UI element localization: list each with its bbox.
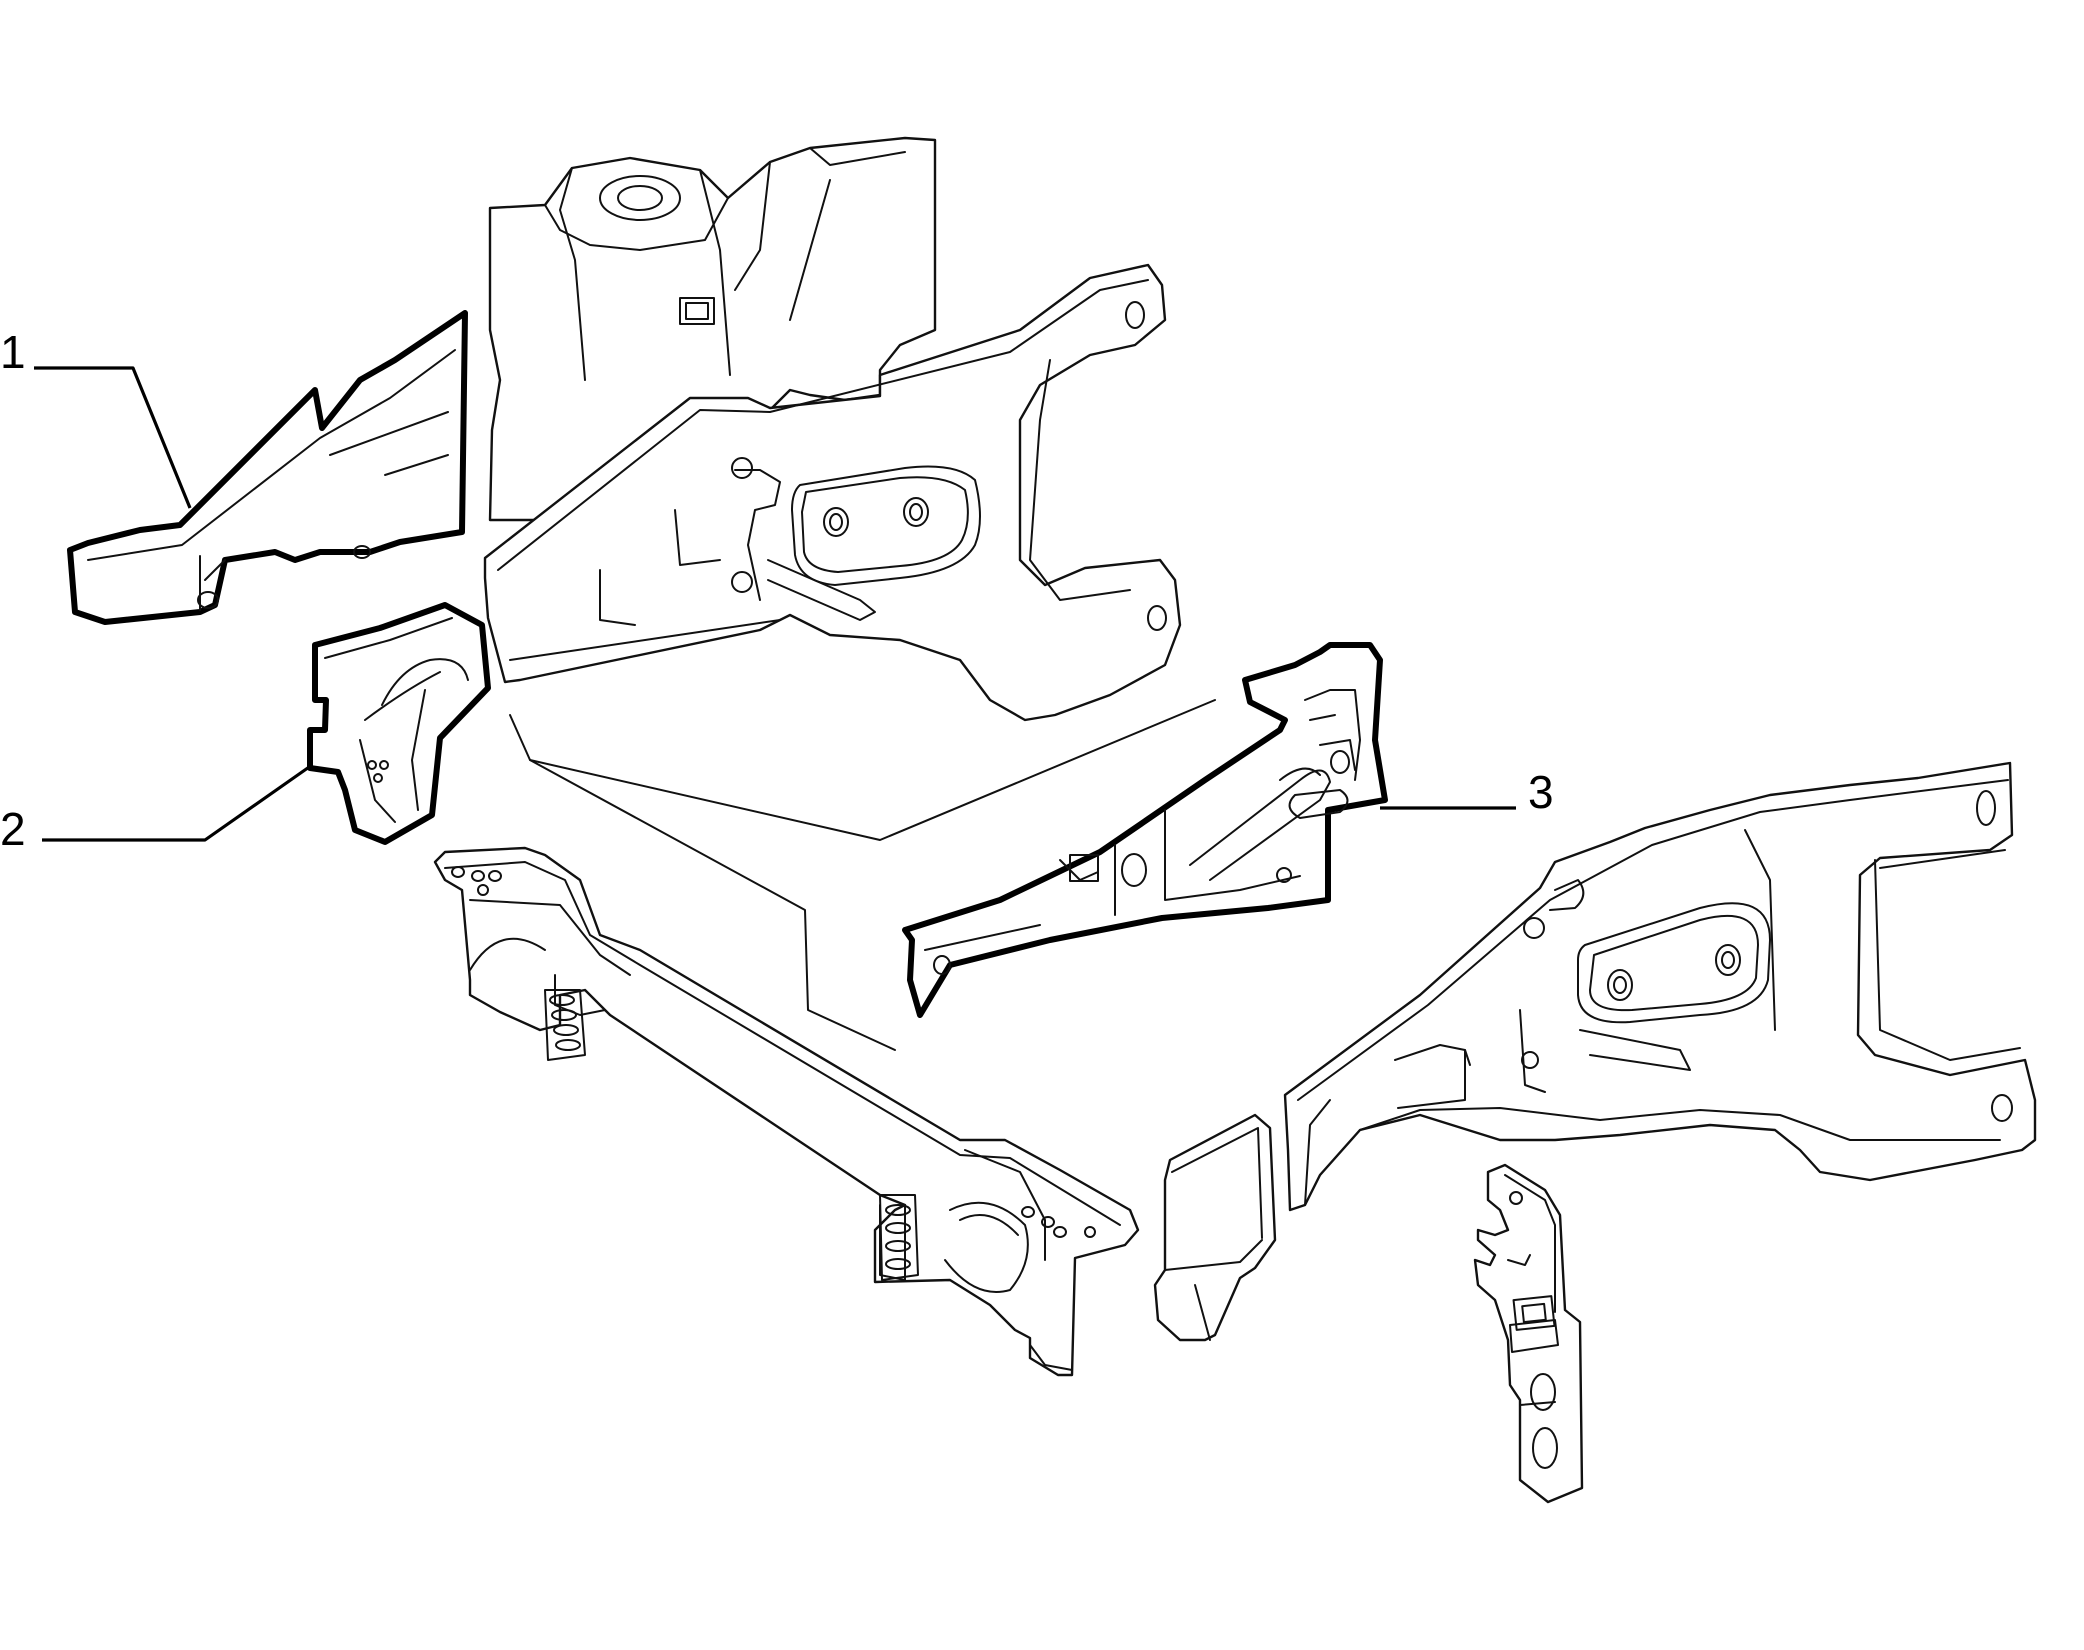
small-bracket — [1473, 1163, 1584, 1504]
callout-label-3: 3 — [1528, 766, 1554, 818]
upper-side-member — [483, 263, 1182, 722]
callout-1: 1 — [0, 326, 192, 509]
part-3-front-side-member — [902, 642, 1388, 1018]
part-1-wheelhouse-reinforcement — [67, 310, 468, 625]
callout-3: 3 — [1380, 766, 1554, 818]
callout-2: 2 — [0, 763, 313, 855]
part-2-side-member-bracket — [307, 602, 491, 845]
callout-label-1: 1 — [0, 326, 26, 378]
front-cross-member — [433, 846, 1140, 1377]
lower-side-member — [1153, 761, 2037, 1342]
strut-tower-panel — [488, 136, 937, 522]
assembly-guide-lines — [509, 699, 1216, 1051]
callout-label-2: 2 — [0, 803, 26, 855]
